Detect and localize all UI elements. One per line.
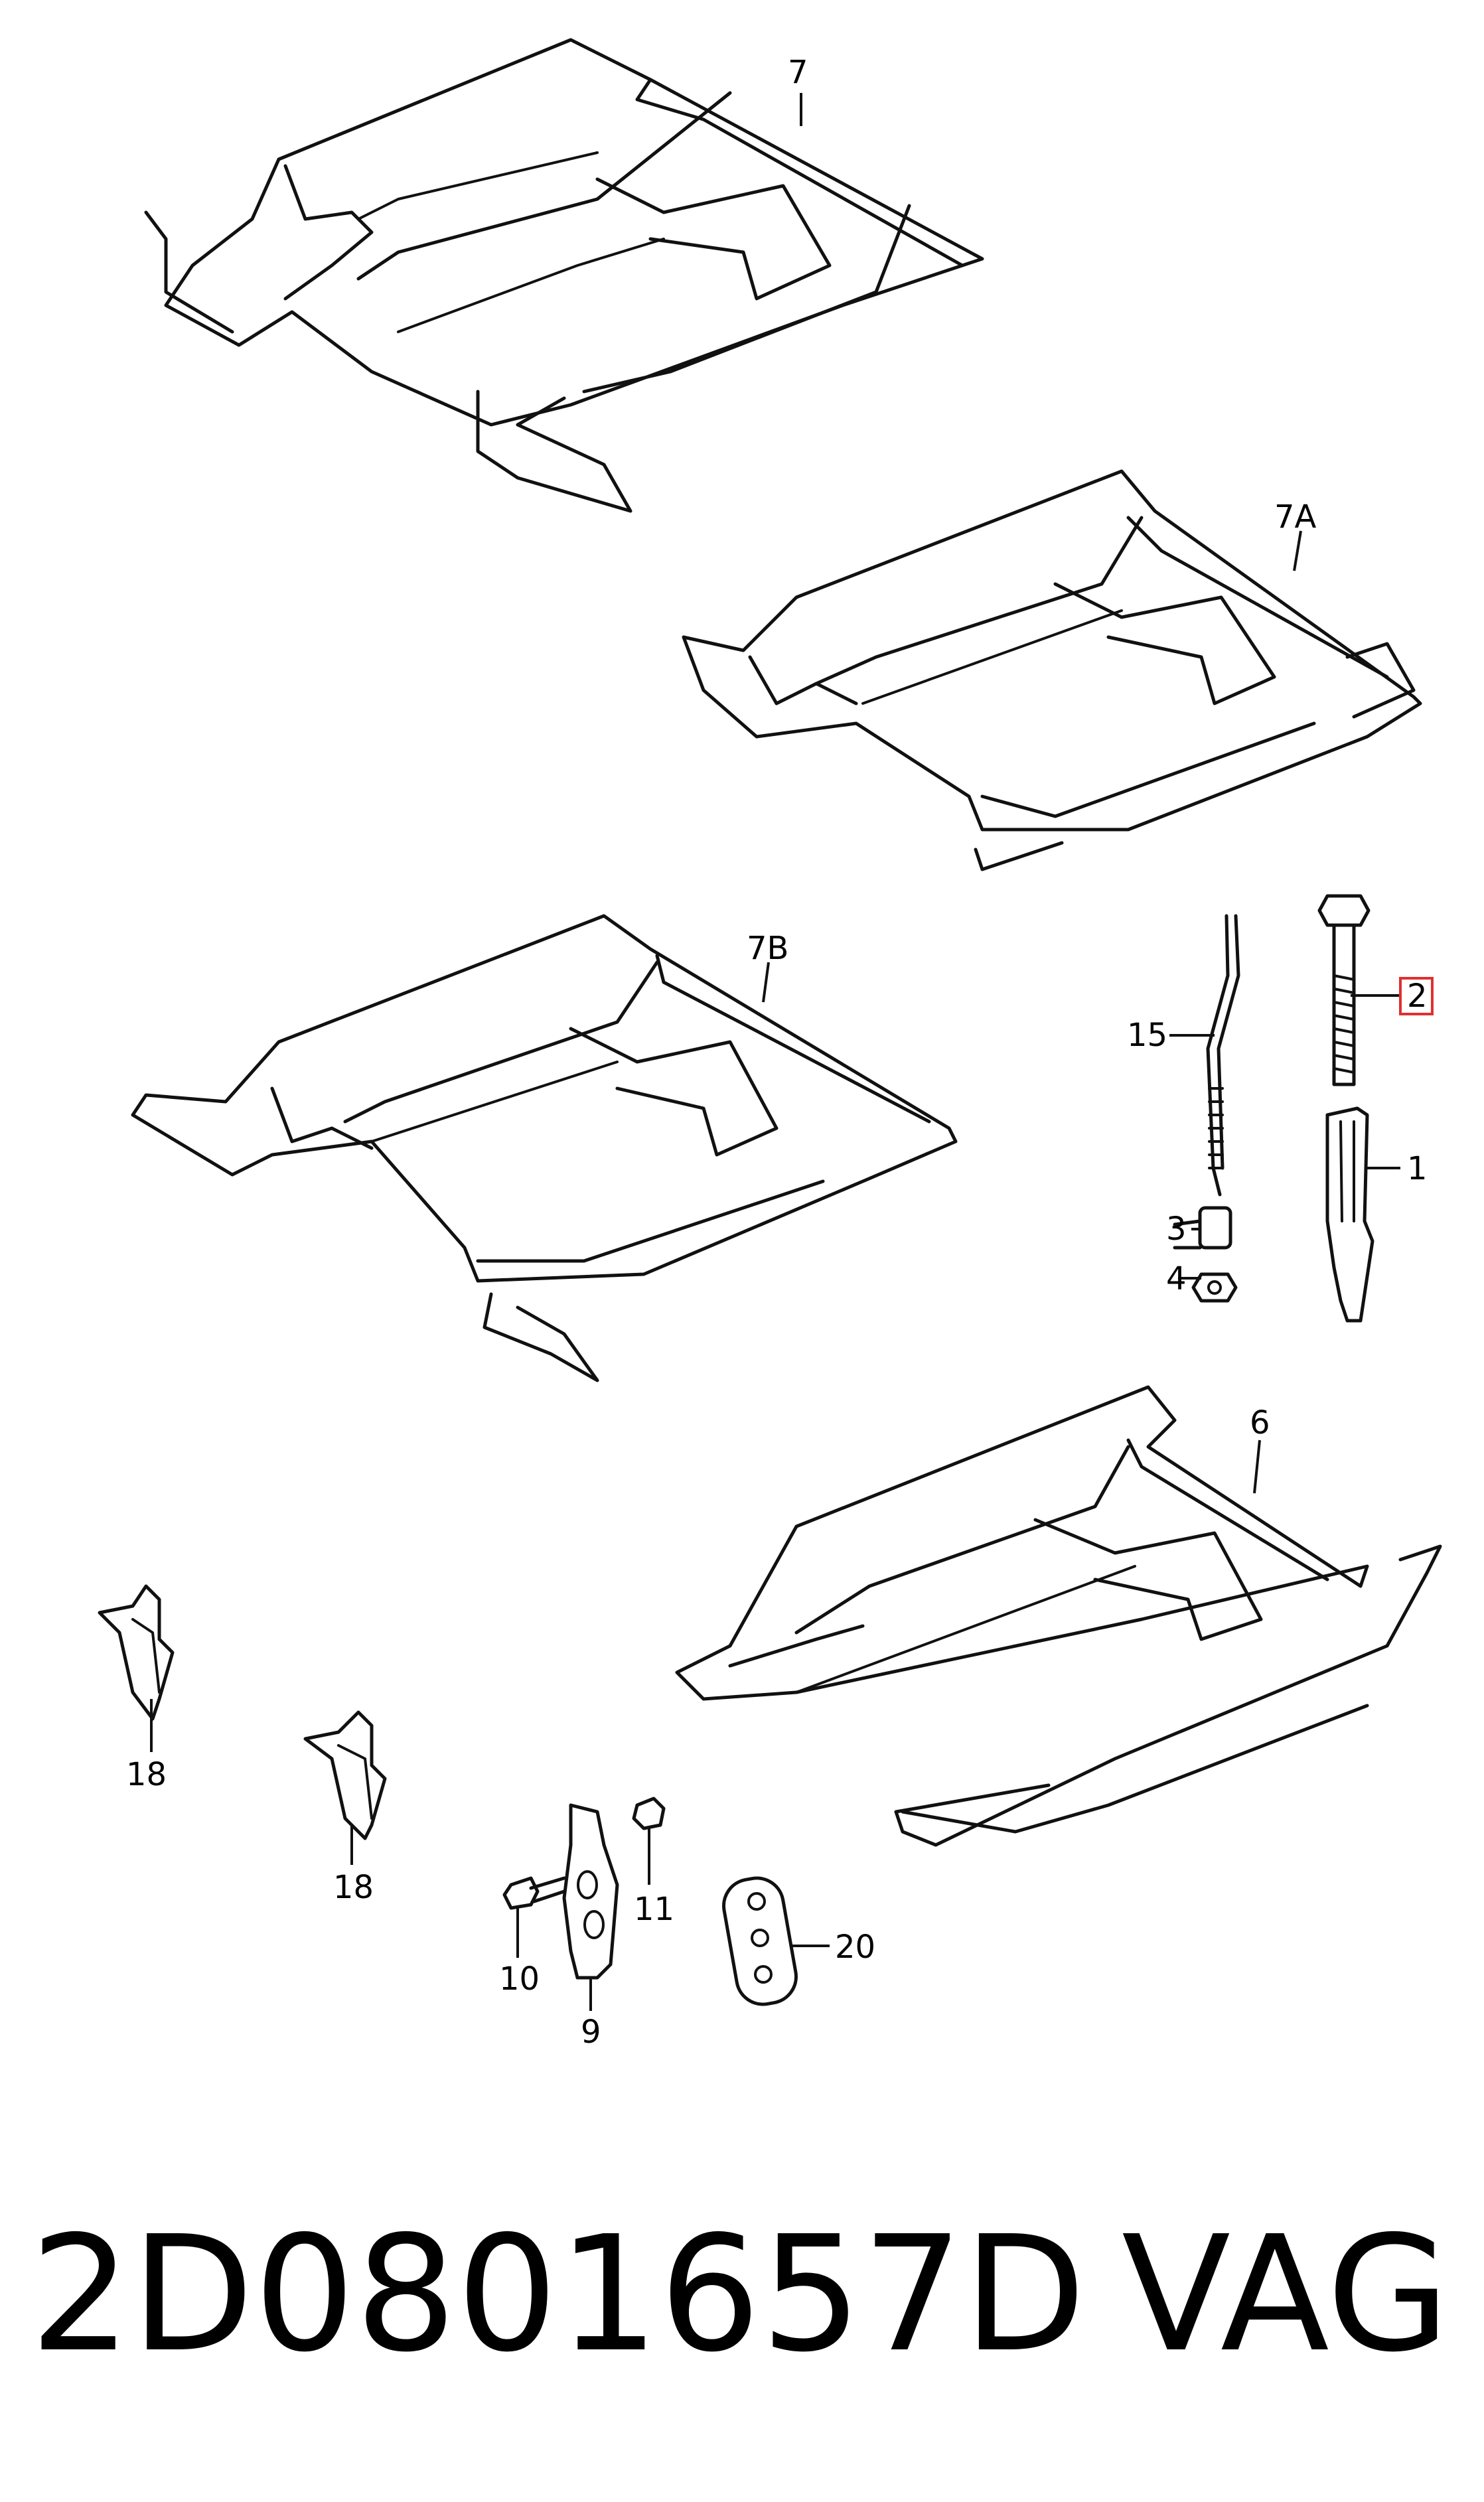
bracket-9-assembly: [502, 1797, 666, 1980]
callout-2-highlight-box: [1399, 977, 1434, 1015]
callout-7a: 7A: [1274, 498, 1317, 536]
part-number: 2D0801657D: [30, 2201, 1086, 2387]
wire-frame-7b: [131, 914, 958, 1382]
callout-9: 9: [581, 2014, 601, 2051]
clip-18-right: [303, 1710, 387, 1840]
callout-1: 1: [1407, 1150, 1428, 1187]
bolt-2-assembly: [1317, 894, 1374, 1323]
callout-15: 15: [1127, 1017, 1167, 1054]
callout-2: 2: [1407, 978, 1428, 1015]
callout-10: 10: [499, 1960, 540, 1998]
callout-11: 11: [634, 1891, 674, 1928]
callout-18-left: 18: [126, 1756, 167, 1793]
callout-3: 3: [1166, 1211, 1187, 1248]
brand-name: VAG: [1122, 2201, 1450, 2387]
callout-20: 20: [835, 1929, 875, 1966]
callout-4: 4: [1166, 1260, 1187, 1297]
callout-18-right: 18: [333, 1869, 374, 1906]
callout-6: 6: [1250, 1404, 1270, 1441]
wire-frame-6: [675, 1385, 1442, 1847]
wire-frame-7: [144, 38, 984, 513]
pad-20: [722, 1876, 798, 2006]
callout-7: 7: [788, 54, 808, 91]
clip-18-left: [98, 1584, 175, 1721]
wire-frame-7a: [682, 469, 1422, 871]
callout-7b: 7B: [747, 930, 788, 967]
leader-lines: [150, 93, 1400, 2011]
rod-15-assembly: [1173, 914, 1240, 1303]
